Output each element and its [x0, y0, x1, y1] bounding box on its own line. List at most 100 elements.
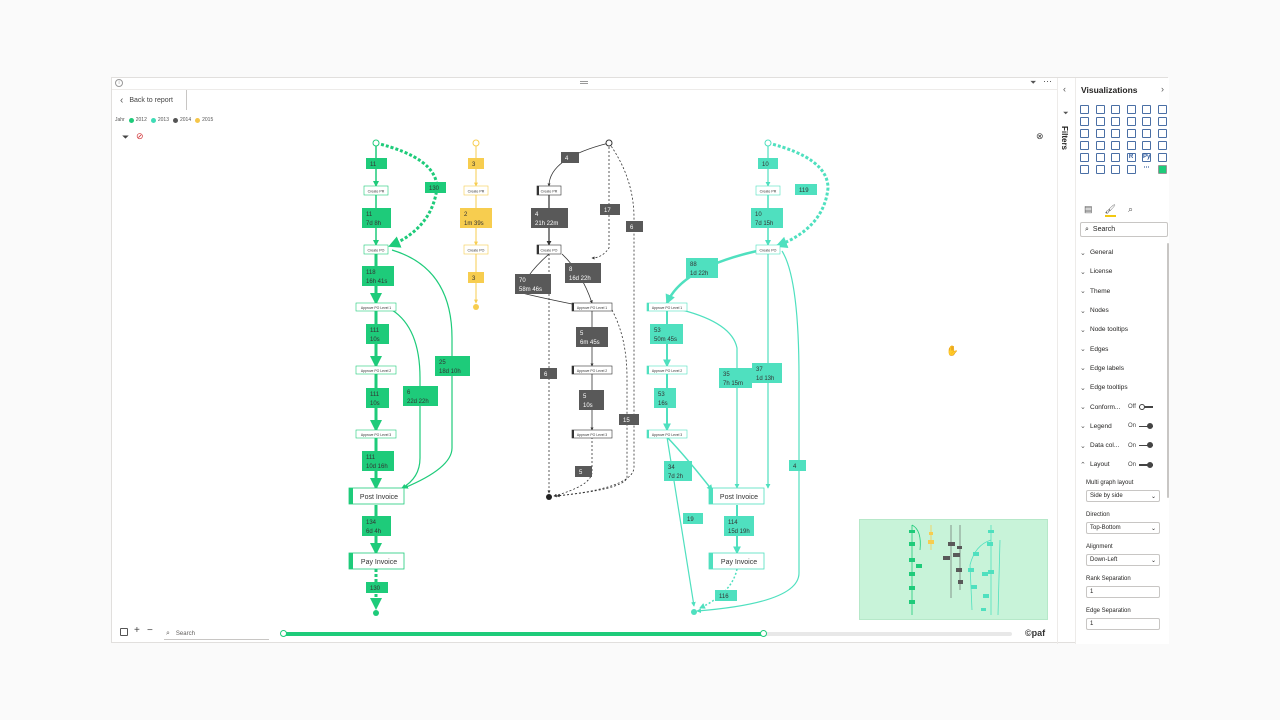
edge-label-2013[interactable]: 116	[715, 590, 737, 601]
matrix-icon[interactable]	[1111, 153, 1120, 162]
edge-label-2012[interactable]: 130	[366, 582, 388, 593]
start-node-2013[interactable]	[764, 139, 772, 147]
qa-icon[interactable]	[1095, 165, 1105, 174]
edge-label-2014[interactable]: 17	[600, 204, 620, 215]
edge-label-2014[interactable]: 56m 45s	[576, 327, 608, 347]
section-general[interactable]: ⌄General	[1080, 243, 1166, 262]
activity-approve-po-level-1-2014[interactable]: Approve PO Level 1	[571, 302, 613, 312]
edge-label-2014[interactable]: 6	[626, 221, 643, 232]
section-nodes[interactable]: ⌄Nodes	[1080, 301, 1166, 320]
line-column-chart-icon[interactable]	[1126, 117, 1136, 126]
activity-approve-po-level-3-2012[interactable]: Approve PO Level 3	[355, 429, 397, 439]
edge-label-2014[interactable]: 5	[575, 466, 592, 477]
rank-separation-input[interactable]: 1	[1086, 586, 1160, 598]
edge-label-2014[interactable]: 15	[619, 414, 639, 425]
activity-create-po-2012[interactable]: Create PO	[363, 244, 389, 255]
start-node-2012[interactable]	[372, 139, 380, 147]
legend-item-2013[interactable]: 2013	[150, 117, 169, 123]
back-to-report-button[interactable]: ‹ Back to report	[120, 95, 173, 106]
treemap-icon[interactable]	[1157, 129, 1167, 138]
key-influencers-icon[interactable]	[1157, 153, 1167, 162]
toggle-switch[interactable]	[1139, 442, 1154, 449]
scatter-chart-icon[interactable]	[1111, 129, 1120, 138]
layout-toggle[interactable]: On	[1128, 461, 1154, 468]
activity-create-pr-2012[interactable]: Create PR	[363, 185, 389, 196]
filters-pane-collapsed[interactable]: ‹ ⏷ Filters	[1057, 78, 1075, 644]
pie-chart-icon[interactable]	[1126, 129, 1136, 138]
more-options-icon[interactable]: ⋯	[1043, 76, 1052, 86]
activity-pay-invoice-2012[interactable]: Pay Invoice	[348, 552, 405, 570]
smart-narrative-icon[interactable]	[1126, 165, 1136, 174]
edge-label-2013[interactable]: 19	[683, 513, 703, 524]
filter-icon[interactable]: ⏷	[1030, 78, 1037, 87]
direction-dropdown[interactable]: Top-Bottom⌄	[1086, 522, 1160, 534]
end-node-2015[interactable]	[473, 304, 479, 310]
activity-approve-po-level-1-2013[interactable]: Approve PO Level 1	[646, 302, 688, 312]
node-search-input[interactable]: ⌕ Search	[164, 628, 269, 640]
legend-item-2015[interactable]: 2015	[195, 117, 213, 123]
donut-chart-icon[interactable]	[1142, 129, 1151, 138]
area-chart-icon[interactable]	[1095, 117, 1105, 126]
section-theme[interactable]: ⌄Theme	[1080, 282, 1166, 301]
graph-minimap[interactable]	[859, 519, 1048, 620]
edge-label-2013[interactable]: 4	[789, 460, 806, 471]
line-chart-icon[interactable]	[1080, 117, 1089, 126]
process-graph[interactable]: Create PR Create PO Approve PO Level 1 A…	[112, 78, 1057, 624]
end-node-2012[interactable]	[373, 610, 379, 616]
start-node-2014[interactable]	[605, 139, 613, 147]
ribbon-chart-icon[interactable]	[1157, 117, 1167, 126]
alignment-dropdown[interactable]: Down-Left⌄	[1086, 554, 1160, 566]
funnel-filter-icon[interactable]: ⏷	[122, 132, 130, 142]
clear-filter-icon[interactable]: ⊘	[136, 131, 144, 141]
toggle-switch[interactable]	[1139, 423, 1154, 430]
info-icon[interactable]: i	[115, 79, 123, 87]
100-bar-chart-icon[interactable]	[1142, 105, 1151, 114]
end-node-2014[interactable]	[546, 494, 552, 500]
end-node-2013[interactable]	[691, 609, 697, 615]
table-icon[interactable]	[1095, 153, 1105, 162]
toggle-switch[interactable]	[1138, 403, 1153, 410]
r-visual-icon[interactable]: R	[1126, 153, 1136, 162]
clustered-bar-chart-icon[interactable]	[1111, 105, 1120, 114]
more-visuals-icon[interactable]: ⋯	[1143, 165, 1150, 171]
drag-handle-icon[interactable]	[580, 81, 588, 84]
decomposition-tree-icon[interactable]	[1080, 165, 1089, 174]
edge-label-2014[interactable]: 6	[540, 368, 557, 379]
edge-separation-input[interactable]: 1	[1086, 618, 1160, 630]
activity-create-po-2013[interactable]: Create PO	[755, 244, 781, 255]
stacked-column-chart-icon[interactable]	[1095, 105, 1105, 114]
zoom-in-icon[interactable]: +	[134, 625, 140, 636]
legend-toggle[interactable]: On	[1128, 423, 1154, 430]
paginated-report-icon[interactable]	[1111, 165, 1120, 174]
search-people-icon[interactable]: ⊗	[1036, 131, 1044, 141]
gauge-icon[interactable]	[1111, 141, 1120, 150]
fit-to-screen-icon[interactable]	[120, 628, 128, 636]
slicer-icon[interactable]	[1080, 153, 1089, 162]
multi-row-card-icon[interactable]	[1142, 141, 1151, 150]
time-range-slider[interactable]	[280, 630, 1012, 637]
paf-process-visual-icon[interactable]	[1157, 165, 1167, 174]
waterfall-chart-icon[interactable]	[1080, 129, 1089, 138]
activity-create-po-2014[interactable]: Create PO	[536, 244, 562, 255]
collapse-pane-icon[interactable]: ›	[1161, 84, 1164, 94]
activity-post-invoice-2012[interactable]: Post Invoice	[348, 487, 405, 505]
section-conformance[interactable]: ⌄Conform...Off	[1080, 397, 1166, 416]
start-node-2015[interactable]	[472, 139, 480, 147]
